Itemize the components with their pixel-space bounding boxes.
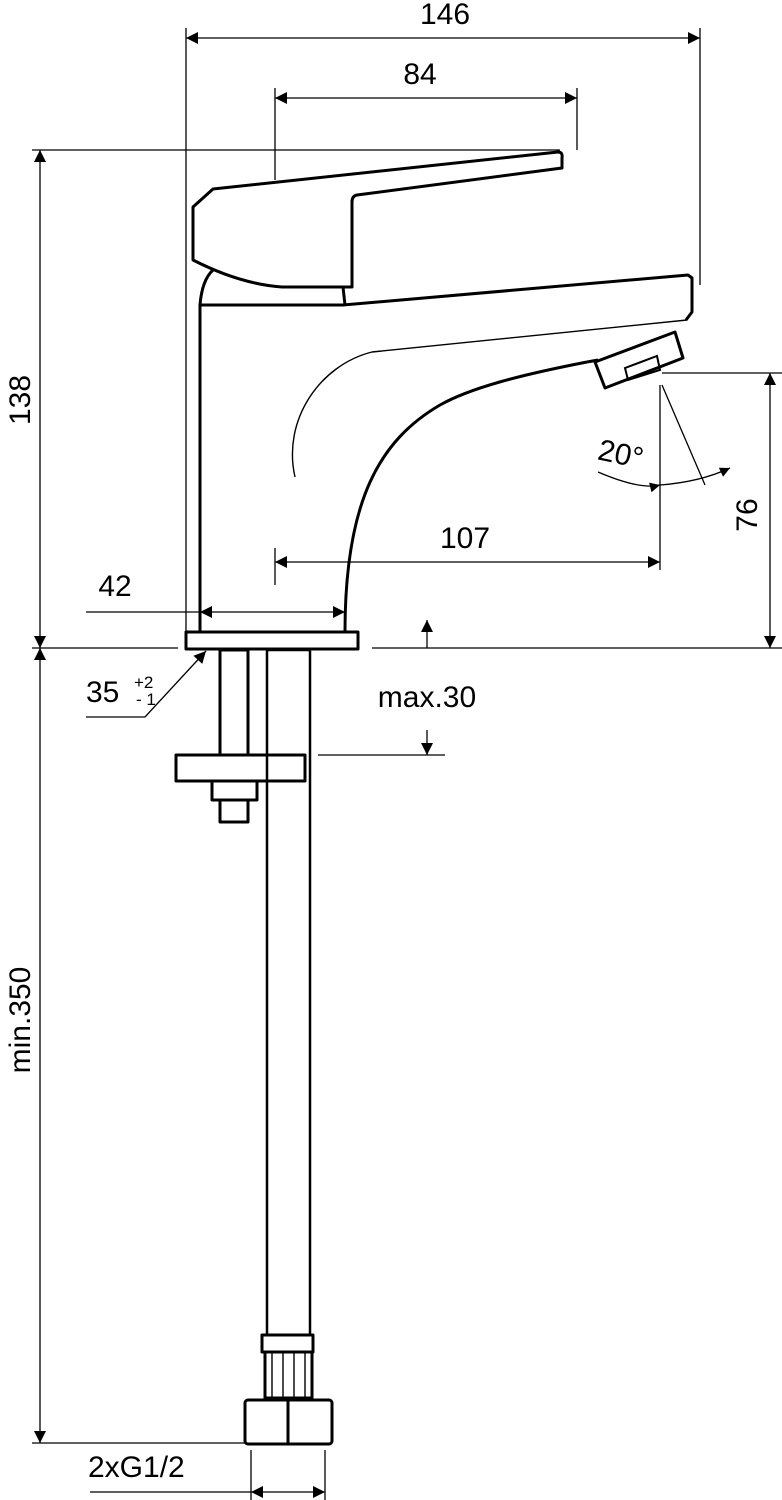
dim-138-label: 138	[4, 375, 37, 425]
hose-collar	[260, 1333, 315, 1354]
spout-highlight	[291, 319, 688, 478]
dimension-body-base: 42	[86, 570, 345, 618]
dim-35-tol-plus: +2	[134, 673, 153, 692]
rod-end	[218, 798, 250, 824]
dimension-tap-hole: 35 +2 - 1	[86, 650, 207, 718]
dim-max30-label: max.30	[378, 681, 476, 714]
dim-connection-label: 2xG1/2	[88, 1451, 185, 1484]
faucet-body	[184, 150, 694, 651]
mounting-assembly	[174, 648, 307, 824]
dim-146-label: 146	[420, 0, 470, 31]
dimension-spray-angle: 20°	[595, 384, 731, 493]
fixing-bracket	[174, 753, 307, 783]
dim-min350-label: min.350	[4, 967, 37, 1074]
flexible-hose	[243, 648, 334, 1446]
dim-35-label: 35	[86, 676, 119, 709]
dimension-spout-projection: 107	[274, 385, 661, 585]
dim-76-label: 76	[731, 498, 764, 531]
dimension-max-deck: max.30	[318, 620, 476, 756]
dim-84-label: 84	[403, 58, 436, 91]
dimension-spout-height: 76	[662, 372, 782, 648]
lever	[191, 150, 564, 289]
dim-42-label: 42	[98, 570, 131, 603]
lever-base-dome	[198, 268, 215, 306]
dimension-lever-length: 84	[274, 58, 578, 180]
spout	[198, 273, 694, 633]
hose-ferrule	[263, 1350, 314, 1400]
threaded-rod	[218, 648, 250, 757]
dim-107-label: 107	[440, 522, 490, 555]
dim-35-tol-minus: - 1	[136, 690, 156, 709]
aerator	[593, 330, 685, 390]
base-plate	[184, 630, 360, 651]
dimension-min-hose-length: min.350	[4, 648, 245, 1444]
dim-20deg-label: 20°	[595, 434, 646, 476]
dimension-overall-width: 146	[185, 0, 701, 640]
dimension-connection: 2xG1/2	[88, 1450, 326, 1500]
fixing-nut	[210, 779, 259, 802]
dimension-overall-height: 138	[4, 149, 560, 648]
